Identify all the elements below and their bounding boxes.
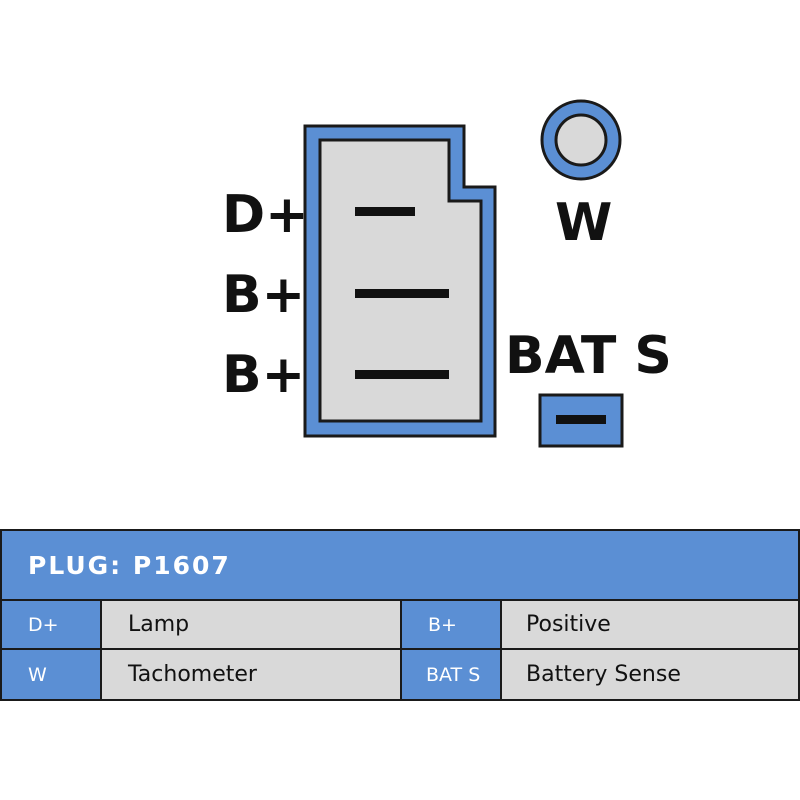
terminal-d-plus: [355, 207, 415, 216]
pin-label-bat-s: BAT S: [505, 326, 672, 386]
pin-label-d-plus: D+: [222, 185, 309, 245]
table-row: D+ Lamp B+ Positive: [2, 601, 798, 650]
pin-description-cell: Positive: [502, 601, 798, 648]
plug-table: PLUG: P1607 D+ Lamp B+ Positive W Tachom…: [0, 529, 800, 701]
pin-code-cell: BAT S: [402, 650, 502, 699]
pin-description-cell: Lamp: [102, 601, 402, 648]
pin-description-cell: Tachometer: [102, 650, 402, 699]
bat-s-blade: [556, 415, 606, 424]
w-terminal-center: [554, 113, 608, 167]
pin-code-cell: B+: [402, 601, 502, 648]
pin-label-b-plus-2: B+: [222, 345, 305, 405]
pin-description-cell: Battery Sense: [502, 650, 798, 699]
table-row: W Tachometer BAT S Battery Sense: [2, 650, 798, 699]
terminal-b-plus-1: [355, 289, 449, 298]
pin-code-cell: D+: [2, 601, 102, 648]
terminal-b-plus-2: [355, 370, 449, 379]
plug-connector-diagram: D+ B+ B+ W BAT S: [222, 99, 672, 448]
table-header: PLUG: P1607: [2, 531, 798, 601]
pin-label-b-plus-1: B+: [222, 265, 305, 325]
pin-label-w: W: [555, 193, 612, 253]
pin-code-cell: W: [2, 650, 102, 699]
